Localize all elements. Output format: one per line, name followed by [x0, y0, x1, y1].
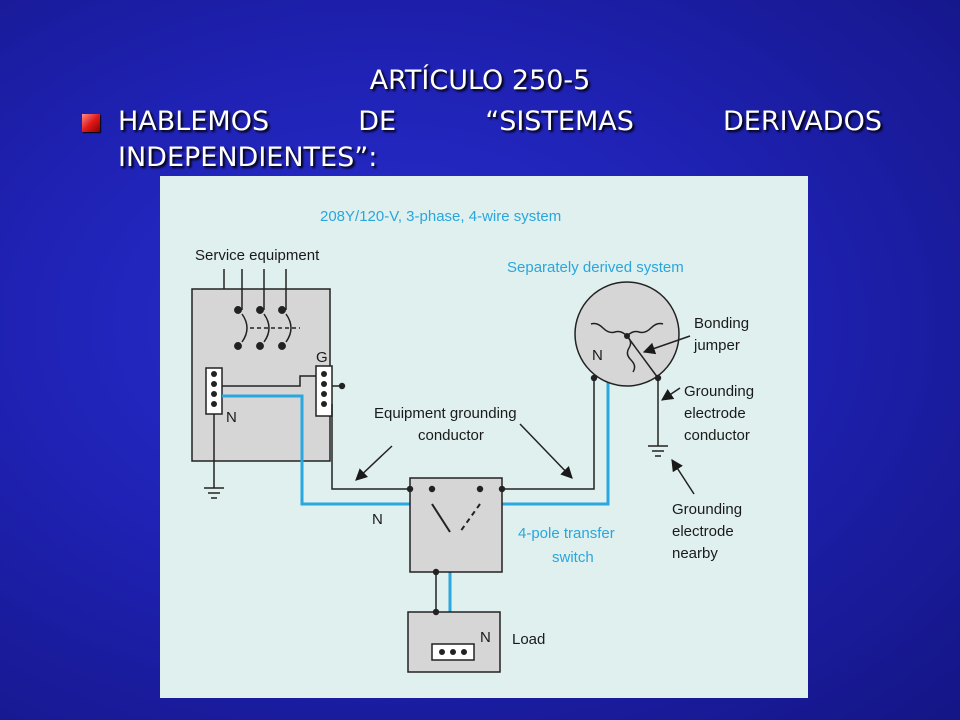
load-box — [407, 611, 501, 673]
electrode-nearby-label-1: Grounding — [672, 501, 742, 518]
gec-label-3: conductor — [684, 427, 750, 444]
egc-switch-to-generator — [502, 378, 595, 490]
wiring-diagram: 208Y/120-V, 3-phase, 4-wire system Servi… — [160, 176, 808, 698]
transfer-switch-label-2: switch — [552, 549, 594, 566]
service-equipment-label: Service equipment — [195, 247, 320, 264]
egc-service-to-switch — [331, 404, 410, 490]
bullet-word: HABLEMOS — [118, 106, 270, 137]
neutral-bus-terminals — [211, 371, 217, 407]
egc-arrow-right — [519, 423, 573, 479]
electrode-nearby-label-3: nearby — [672, 545, 718, 562]
service-neutral-label: N — [226, 409, 237, 426]
load-neutral-label: N — [480, 629, 491, 646]
gec-label-2: electrode — [684, 405, 746, 422]
bullet-word: “SISTEMAS — [485, 106, 634, 137]
load-neutral-terminals — [439, 649, 467, 655]
bullet-word: DERIVADOS — [723, 106, 882, 137]
bonding-jumper-arrow — [642, 335, 691, 355]
bullet-icon — [82, 114, 100, 132]
bullet-line-2: INDEPENDIENTES”: — [118, 142, 378, 173]
electrode-nearby-arrow — [671, 458, 695, 495]
service-ground-label: G — [316, 349, 328, 366]
bullet-word: DE — [358, 106, 397, 137]
generator-ground-icon — [648, 445, 668, 457]
generator-neutral-label: N — [592, 347, 603, 364]
load-label: Load — [512, 631, 545, 648]
bonding-jumper-label-1: Bonding — [694, 315, 749, 332]
transfer-switch-blade-open — [459, 503, 481, 533]
egc-terminal — [338, 382, 346, 390]
system-title: 208Y/120-V, 3-phase, 4-wire system — [320, 208, 561, 225]
bullet-text: HABLEMOS DE “SISTEMAS DERIVADOS INDEPEND… — [118, 104, 882, 176]
transfer-switch-label-1: 4-pole transfer — [518, 525, 615, 542]
bonding-jumper-wire — [626, 335, 659, 379]
transfer-switch-blade — [431, 503, 451, 533]
egc-label-1: Equipment grounding — [374, 405, 517, 422]
switch-neutral-label: N — [372, 511, 383, 528]
load-ground-terminal — [432, 608, 440, 616]
slide-title: ARTÍCULO 250-5 — [369, 65, 591, 96]
ground-bus-terminals — [321, 371, 327, 407]
electrode-nearby-label-2: electrode — [672, 523, 734, 540]
main-bonding-jumper — [222, 375, 316, 387]
egc-label-2: conductor — [418, 427, 484, 444]
service-ground-icon — [204, 487, 224, 499]
neutral-switch-to-generator — [480, 376, 610, 506]
bullet-line-1: HABLEMOS DE “SISTEMAS DERIVADOS — [118, 104, 882, 140]
separately-derived-label: Separately derived system — [507, 259, 684, 276]
egc-arrow-left — [355, 445, 393, 481]
diagram-svg: 208Y/120-V, 3-phase, 4-wire system Servi… — [191, 208, 754, 673]
generator-terminal — [590, 374, 598, 382]
breaker-icon — [234, 306, 300, 350]
transfer-switch-box — [409, 477, 503, 573]
gec-arrow — [661, 387, 681, 401]
transfer-switch-terminals — [406, 485, 506, 576]
gec-label-1: Grounding — [684, 383, 754, 400]
bonding-jumper-label-2: jumper — [693, 337, 740, 354]
